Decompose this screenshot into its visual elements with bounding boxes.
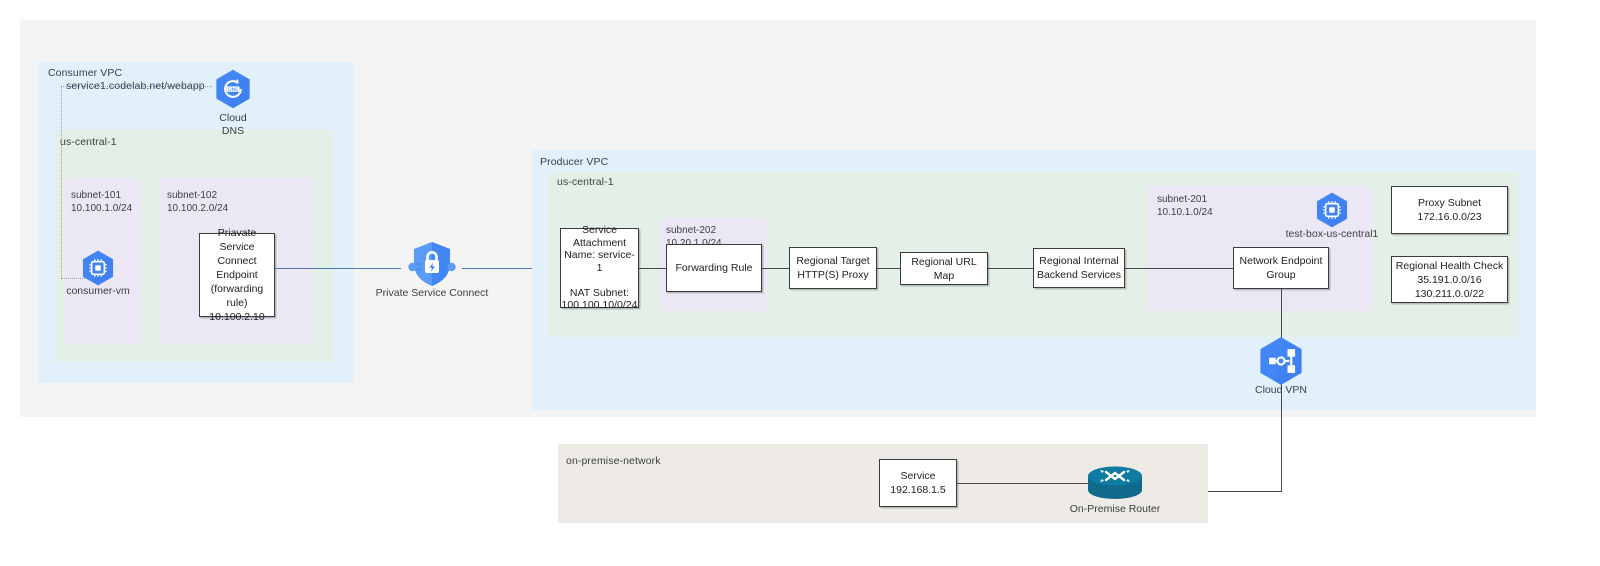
subnet-201-label: subnet-201 10.10.1.0/24 [1157,193,1213,219]
connector-service-to-router [957,483,1089,484]
psc-link-left [275,268,401,270]
on-premise-router-caption: On-Premise Router [1069,503,1161,515]
dns-vm-link [61,278,93,279]
regional-url-map-node[interactable]: Regional URL Map [900,252,988,285]
connector-proxy-to-urlmap [877,268,900,269]
on-premise-router-icon [1088,466,1142,499]
compute-engine-vm-icon [82,250,114,286]
subnet-202-name: subnet-202 [666,225,717,236]
consumer-region-label: us-central-1 [60,136,117,148]
subnet-202-label: subnet-202 10.20.1.0/24 [666,224,722,250]
on-premise-service-node[interactable]: Service 192.168.1.5 [879,459,957,507]
proxy-subnet-node[interactable]: Proxy Subnet 172.16.0.0/23 [1391,186,1508,234]
cloud-vpn-icon [1260,337,1302,385]
subnet-101-name: subnet-101 [71,190,122,201]
regional-backend-services-node[interactable]: Regional Internal Backend Services [1033,248,1125,288]
psc-link-right [462,268,560,270]
dns-record-horizontal-link [61,86,212,87]
network-endpoint-group-node[interactable]: Network Endpoint Group [1233,247,1329,289]
psc-endpoint-node[interactable]: Priavate Service Connect Endpoint (forwa… [199,227,275,323]
compute-engine-vm-icon [1316,192,1348,228]
test-box-caption: test-box-us-central1 [1285,228,1379,240]
consumer-vpc-label: Consumer VPC [48,67,123,79]
connector-sa-to-fr [639,268,666,269]
private-service-connect-shield-lock-icon [408,242,456,286]
subnet-201-name: subnet-201 [1157,194,1208,205]
connector-cloudvpn-to-onprem-vertical [1281,384,1282,491]
connector-neg-to-cloudvpn [1281,289,1282,339]
subnet-102-cidr: 10.100.2.0/24 [167,203,229,214]
forwarding-rule-node[interactable]: Forwarding Rule [666,244,762,292]
dns-record-label: service1.codelab.net/webapp [66,80,205,92]
subnet-101-label: subnet-101 10.100.1.0/24 [71,189,132,215]
subnet-201-cidr: 10.10.1.0/24 [1157,207,1213,218]
private-service-connect-caption: Private Service Connect [375,287,489,299]
subnet-202-cidr: 10.20.1.0/24 [666,238,722,249]
producer-vpc-label: Producer VPC [540,156,609,168]
connector-fr-to-proxy [762,268,789,269]
consumer-vm-caption: consumer-vm [66,285,130,297]
svg-text:DNS: DNS [228,87,238,93]
dns-record-vertical-link [61,86,62,278]
regional-health-check-node[interactable]: Regional Health Check 35.191.0.0/16 130.… [1391,256,1508,303]
connector-urlmap-to-backend [988,268,1033,269]
connector-backend-to-neg [1125,268,1233,269]
subnet-101-cidr: 10.100.1.0/24 [71,203,133,214]
regional-target-proxy-node[interactable]: Regional Target HTTP(S) Proxy [789,247,877,289]
cloud-dns-icon: DNS [216,69,250,109]
service-attachment-node[interactable]: Service Attachment Name: service-1 NAT S… [560,224,639,312]
cloud-dns-caption: Cloud DNS [219,112,247,137]
subnet-102-name: subnet-102 [167,190,218,201]
cloud-vpn-caption: Cloud VPN [1255,384,1307,396]
producer-region-label: us-central-1 [557,176,614,188]
subnet-102-label: subnet-102 10.100.2.0/24 [167,189,228,215]
connector-cloudvpn-to-router [1144,491,1282,492]
on-premise-network-label: on-premise-network [566,455,661,467]
